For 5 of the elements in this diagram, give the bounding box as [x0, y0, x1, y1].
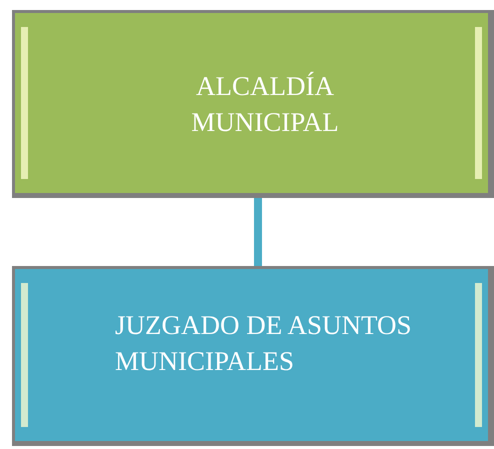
process-box: [12, 266, 494, 446]
process-box: [12, 10, 494, 198]
box-label: ALCALDÍA MUNICIPAL: [190, 70, 340, 139]
connector-line: [254, 198, 262, 266]
box-label: JUZGADO DE ASUNTOS MUNICIPALES: [115, 309, 413, 378]
